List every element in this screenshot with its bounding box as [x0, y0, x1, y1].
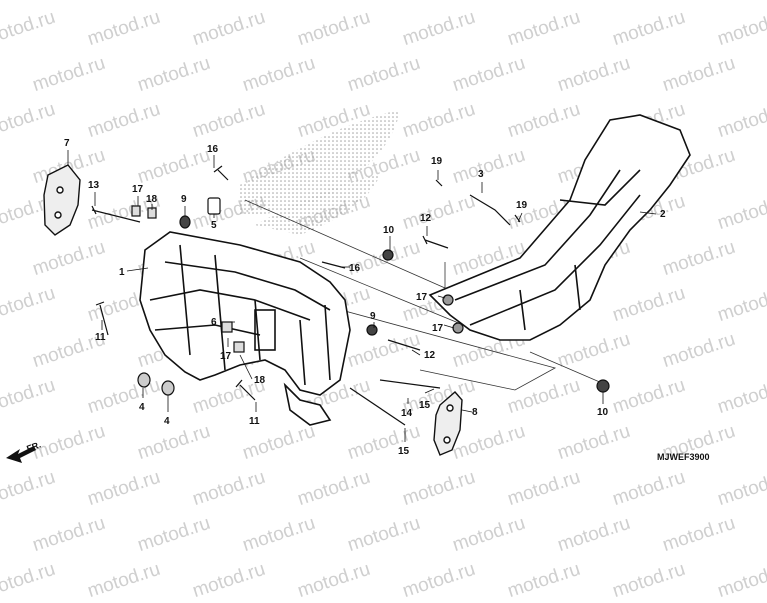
callout-6: 6	[211, 317, 217, 328]
callout-11: 11	[95, 332, 106, 343]
diagram-code: MJWEF3900	[657, 452, 710, 462]
callout-5: 5	[211, 220, 217, 231]
callout-4: 4	[164, 416, 170, 427]
direction-label: FR.	[25, 440, 42, 454]
bracket-right	[433, 391, 463, 456]
bracket-left	[43, 164, 81, 236]
callout-1: 1	[119, 267, 125, 278]
callout-19: 19	[431, 156, 443, 167]
callout-9: 9	[181, 194, 187, 205]
callout-18: 18	[146, 194, 158, 205]
callout-14: 14	[401, 408, 413, 419]
callout-2: 2	[660, 209, 666, 220]
callout-15: 15	[419, 400, 431, 411]
leader-lines	[67, 150, 657, 442]
callout-12: 12	[420, 213, 432, 224]
callout-16: 16	[207, 144, 219, 155]
callout-8: 8	[472, 407, 478, 418]
callout-17: 17	[132, 184, 144, 195]
callout-3: 3	[478, 169, 484, 180]
callout-18: 18	[254, 375, 266, 386]
callout-16: 16	[349, 263, 361, 274]
rear-subframe	[428, 114, 691, 341]
main-frame	[139, 231, 351, 426]
callout-12: 12	[424, 350, 436, 361]
front-direction-arrow: FR.	[6, 440, 42, 463]
callout-11: 11	[249, 416, 260, 427]
callout-labels: 7 13 17 18 9 16 5 1 11 6 17 18 4 4 11 19…	[64, 138, 666, 457]
callout-10: 10	[597, 407, 609, 418]
callout-17: 17	[416, 292, 428, 303]
callout-4: 4	[139, 402, 145, 413]
callout-10: 10	[383, 225, 395, 236]
callout-7: 7	[64, 138, 70, 149]
frame-drawing: FR. 7 13 17 18 9 16 5 1 11 6 17 18 4 4 1…	[6, 110, 710, 463]
brand-wing-logo	[240, 110, 400, 235]
callout-17: 17	[220, 351, 232, 362]
callout-13: 13	[88, 180, 100, 191]
callout-15: 15	[398, 446, 410, 457]
callout-19: 19	[516, 200, 528, 211]
callout-17: 17	[432, 323, 444, 334]
callout-9: 9	[370, 311, 376, 322]
